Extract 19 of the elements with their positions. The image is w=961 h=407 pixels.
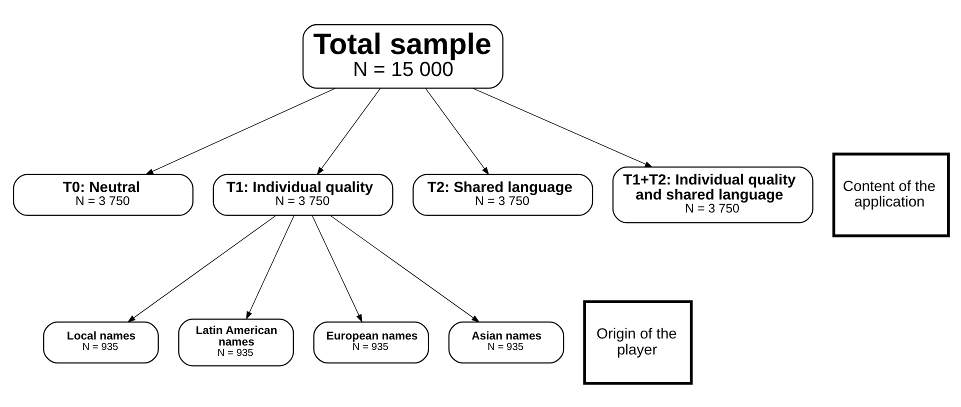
arrow <box>246 214 294 320</box>
node-box: Total sample N = 15 000 <box>302 24 503 88</box>
arrow <box>144 87 336 174</box>
node-box: T1+T2: Individual quality and shared language N = 3 750 <box>612 166 813 223</box>
node-box: Origin of the player <box>582 300 692 384</box>
node-box: Local names N = 935 <box>42 321 158 363</box>
arrow <box>472 87 653 167</box>
node-box: Content of the application <box>832 152 950 237</box>
node-box: European names N = 935 <box>312 321 429 363</box>
arrow <box>311 214 362 322</box>
arrow <box>424 88 489 175</box>
node-box: T2: Shared language N = 3 750 <box>412 173 593 216</box>
arrow <box>330 214 480 322</box>
node-box: T0: Neutral N = 3 750 <box>12 173 193 216</box>
node-box: Latin American names N = 935 <box>178 318 294 366</box>
arrow <box>126 214 276 322</box>
node-box: T1: Individual quality N = 3 750 <box>212 173 393 216</box>
arrow <box>316 88 380 175</box>
node-box: Asian names N = 935 <box>448 321 564 363</box>
